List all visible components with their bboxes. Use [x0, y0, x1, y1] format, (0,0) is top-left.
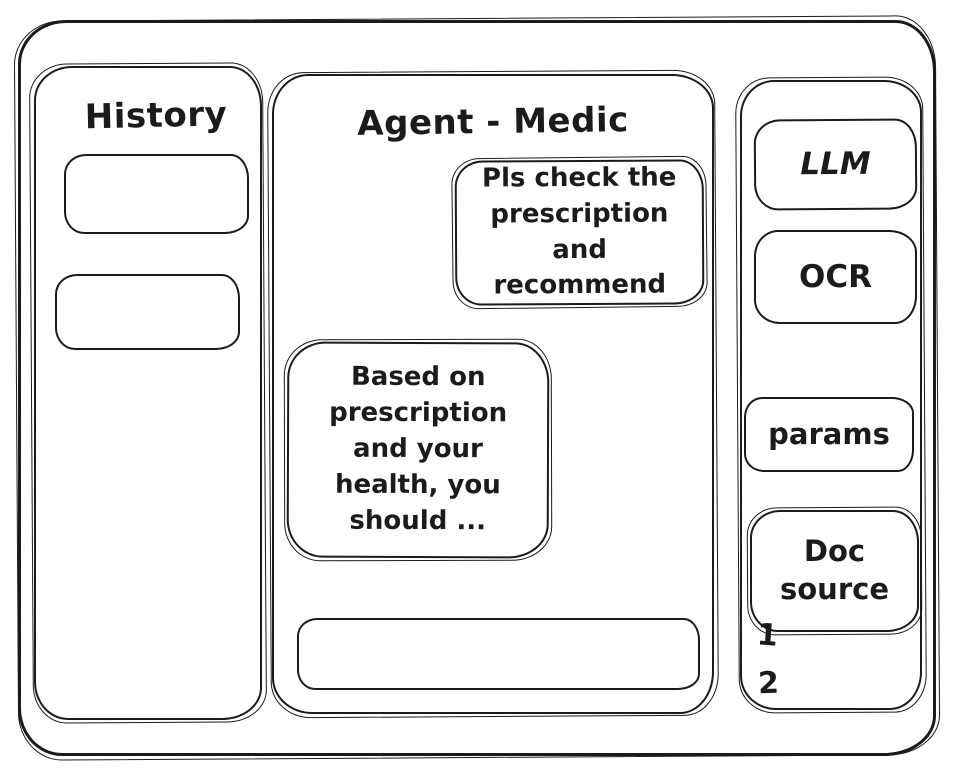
- chat-title: Agent - Medic: [356, 100, 630, 144]
- history-item[interactable]: [55, 274, 240, 350]
- history-sidebar: History: [34, 66, 262, 720]
- llm-button[interactable]: LLM: [753, 118, 918, 211]
- doc-source-button[interactable]: Doc source: [750, 510, 919, 632]
- message-input[interactable]: [297, 618, 700, 690]
- doc-source-item-number: 1: [755, 617, 780, 654]
- ocr-button[interactable]: OCR: [754, 230, 917, 324]
- params-button[interactable]: params: [744, 397, 914, 472]
- history-item[interactable]: [64, 154, 249, 234]
- user-message-bubble: Pls check the prescription and recommend: [454, 159, 705, 306]
- history-title: History: [84, 94, 228, 138]
- tools-panel: LLM OCR params Doc source 1 2: [740, 80, 922, 710]
- agent-message-bubble: Based on prescription and your health, y…: [286, 341, 550, 559]
- chat-panel: Agent - Medic Pls check the prescription…: [272, 74, 714, 714]
- doc-source-item-number: 2: [757, 665, 780, 702]
